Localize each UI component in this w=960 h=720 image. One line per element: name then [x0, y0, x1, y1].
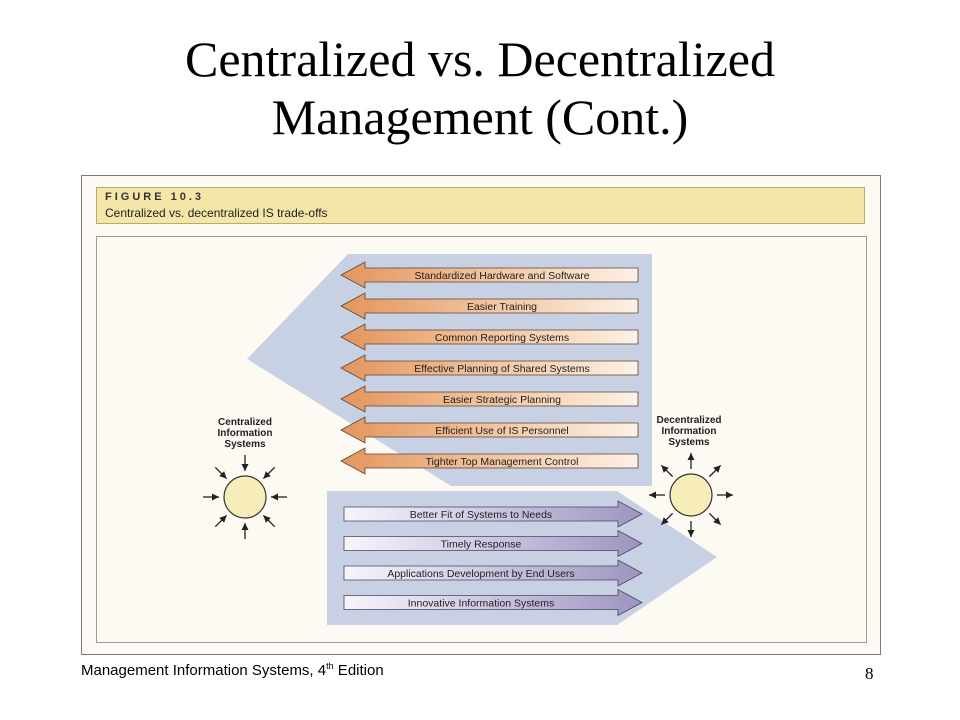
figure-header: FIGURE 10.3 Centralized vs. decentralize…	[96, 187, 865, 224]
arrow-easier-strategic-planning: Easier Strategic Planning	[340, 385, 639, 413]
side-label-line: Systems	[224, 439, 266, 450]
arrow-better-fit-of-systems-to-needs: Better Fit of Systems to Needs	[343, 500, 643, 528]
slide-title: Centralized vs. Decentralized Management…	[0, 30, 960, 146]
side-label-line: Centralized	[218, 417, 272, 428]
arrow-label: Timely Response	[441, 539, 522, 551]
figure-frame: FIGURE 10.3 Centralized vs. decentralize…	[81, 175, 881, 655]
arrow-standardized-hardware-and-software: Standardized Hardware and Software	[340, 261, 639, 289]
footer-book-title: Management Information Systems, 4th Edit…	[81, 661, 384, 679]
footer-edition: Edition	[333, 662, 384, 679]
tradeoff-diagram: Standardized Hardware and SoftwareEasier…	[203, 254, 733, 625]
centralized-circle-icon	[203, 455, 287, 539]
arrow-label: Tighter Top Management Control	[426, 456, 579, 468]
slide-title-line-2: Management (Cont.)	[271, 89, 689, 145]
figure-caption: Centralized vs. decentralized IS trade-o…	[105, 206, 328, 220]
arrow-label: Applications Development by End Users	[387, 568, 574, 580]
page-number: 8	[865, 664, 874, 683]
footer-book: Management Information Systems, 4	[81, 662, 327, 679]
side-label-line: Systems	[668, 437, 710, 448]
side-label-line: Information	[218, 428, 273, 439]
arrow-label: Easier Strategic Planning	[443, 394, 561, 406]
slide-title-line-1: Centralized vs. Decentralized	[185, 31, 775, 87]
arrow-label: Efficient Use of IS Personnel	[435, 425, 568, 437]
arrow-effective-planning-of-shared-systems: Effective Planning of Shared Systems	[340, 354, 639, 382]
arrow-common-reporting-systems: Common Reporting Systems	[340, 323, 639, 351]
arrow-efficient-use-of-is-personnel: Efficient Use of IS Personnel	[340, 416, 639, 444]
side-label-line: Decentralized	[656, 415, 721, 426]
arrow-applications-development-by-end-users: Applications Development by End Users	[343, 559, 643, 587]
centralized-arrows: Standardized Hardware and SoftwareEasier…	[340, 261, 639, 475]
arrow-label: Common Reporting Systems	[435, 332, 569, 344]
arrow-easier-training: Easier Training	[340, 292, 639, 320]
arrow-label: Innovative Information Systems	[408, 598, 554, 610]
arrow-timely-response: Timely Response	[343, 529, 643, 558]
arrow-tighter-top-management-control: Tighter Top Management Control	[340, 447, 639, 475]
arrow-innovative-information-systems: Innovative Information Systems	[343, 588, 643, 617]
arrow-label: Standardized Hardware and Software	[414, 270, 589, 282]
footer-sup: th	[326, 661, 334, 671]
arrow-label: Easier Training	[467, 301, 537, 313]
decentralized-circle-icon	[649, 453, 733, 537]
arrow-label: Better Fit of Systems to Needs	[410, 509, 552, 521]
figure-number: FIGURE 10.3	[105, 191, 205, 203]
arrow-label: Effective Planning of Shared Systems	[414, 363, 590, 375]
side-label-line: Information	[662, 426, 717, 437]
